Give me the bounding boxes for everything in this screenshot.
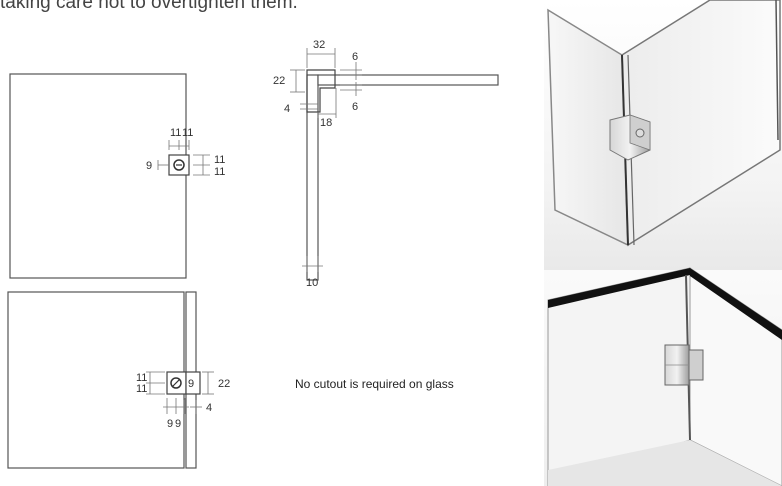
dim-label: 9 bbox=[167, 418, 173, 430]
glass-panel-outline bbox=[7, 291, 185, 469]
dim-label: 10 bbox=[306, 277, 318, 289]
dim-label: 22 bbox=[273, 75, 285, 87]
plan-view: 32 6 22 6 4 18 10 bbox=[273, 39, 499, 289]
note-text: No cutout is required on glass bbox=[295, 377, 454, 391]
dim-label: 4 bbox=[206, 402, 212, 414]
screw-icon bbox=[173, 159, 185, 171]
clamp-profile bbox=[306, 69, 336, 113]
product-photo-edge-clamp bbox=[544, 267, 782, 486]
dim-label: 22 bbox=[218, 378, 230, 390]
dim-label: 11 bbox=[182, 127, 193, 139]
dim-label: 6 bbox=[352, 101, 358, 113]
front-view-panel: 11 11 9 11 11 bbox=[9, 73, 225, 279]
product-photo-corner-clamp bbox=[544, 0, 782, 270]
glass-horizontal bbox=[317, 74, 499, 86]
dim-label: 18 bbox=[320, 117, 332, 129]
dim-label: 4 bbox=[284, 103, 290, 115]
side-view-panel: 11 11 9 22 4 9 9 bbox=[7, 291, 230, 469]
dim-label: 11 bbox=[136, 372, 147, 384]
dim-label: 32 bbox=[313, 39, 325, 51]
dim-label: 11 bbox=[214, 166, 225, 178]
glass-panel-outline bbox=[9, 73, 187, 279]
clamp-outline bbox=[185, 371, 201, 395]
instruction-text: taking care not to overtighten them. bbox=[0, 0, 298, 13]
dim-label: 9 bbox=[175, 418, 181, 430]
dim-label: 11 bbox=[170, 127, 181, 139]
dim-label: 9 bbox=[188, 378, 194, 390]
dim-label: 9 bbox=[146, 160, 152, 172]
dim-label: 11 bbox=[136, 383, 147, 395]
dim-label: 11 bbox=[214, 154, 225, 166]
glass-vertical bbox=[306, 74, 319, 281]
screw-icon bbox=[170, 377, 182, 389]
dim-label: 6 bbox=[352, 51, 358, 63]
